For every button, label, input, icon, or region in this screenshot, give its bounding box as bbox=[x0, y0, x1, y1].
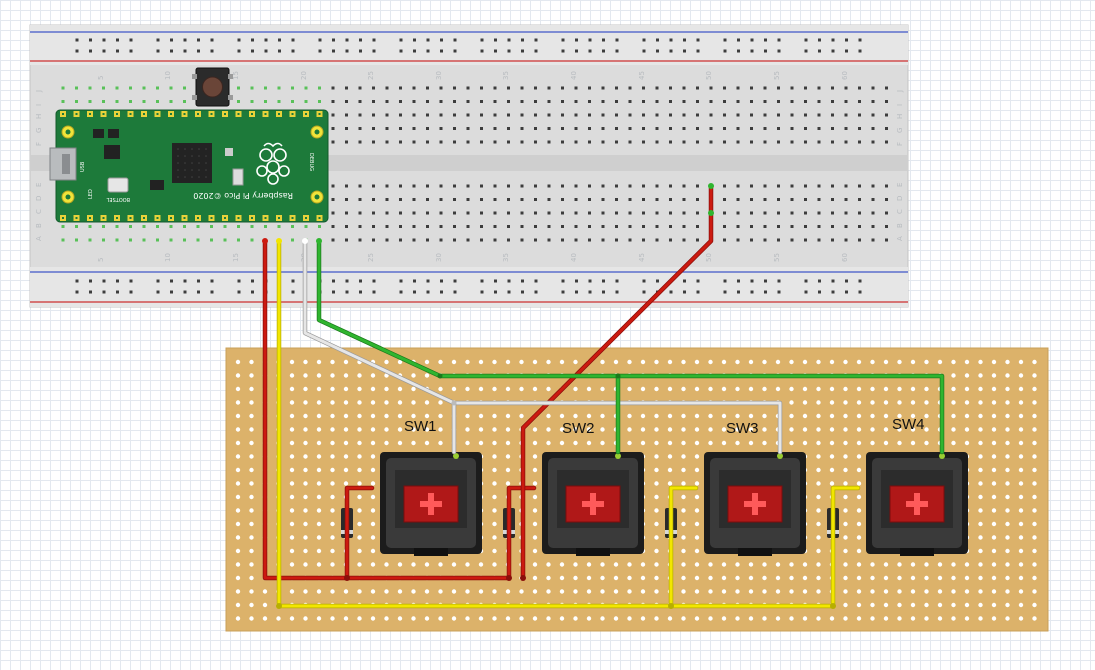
row-letter: C bbox=[896, 209, 904, 214]
column-number: 55 bbox=[773, 71, 781, 80]
column-number: 55 bbox=[773, 253, 781, 262]
switch-sw4 bbox=[866, 452, 968, 556]
switch-label-sw3: SW3 bbox=[726, 420, 759, 437]
column-number: 10 bbox=[164, 253, 172, 262]
row-letter: C bbox=[35, 209, 43, 214]
column-number: 40 bbox=[570, 253, 578, 262]
pico-silkscreen: Raspberry Pi Pico ©2020 bbox=[193, 191, 293, 200]
column-number: 25 bbox=[367, 253, 375, 262]
column-number: 20 bbox=[300, 71, 308, 80]
row-letter: G bbox=[35, 128, 43, 133]
column-number: 30 bbox=[435, 253, 443, 262]
breadboard-row-letters: J I H G F E D C B A J I H G F E D C B A bbox=[35, 90, 904, 241]
debug-label: DEBUG bbox=[308, 153, 314, 171]
row-letter: H bbox=[896, 114, 904, 119]
bootsel-label: BOOTSEL bbox=[106, 196, 130, 202]
column-number: 5 bbox=[97, 258, 105, 262]
pico-header-pins bbox=[60, 111, 323, 221]
switch-label-sw4: SW4 bbox=[892, 416, 925, 433]
switch-label-sw2: SW2 bbox=[562, 420, 595, 437]
row-letter: H bbox=[35, 114, 43, 119]
column-number: 45 bbox=[638, 71, 646, 80]
row-letter: D bbox=[35, 196, 43, 201]
column-number: 60 bbox=[841, 253, 849, 262]
column-number: 30 bbox=[435, 71, 443, 80]
row-letter: E bbox=[896, 183, 904, 187]
row-letter: J bbox=[896, 90, 904, 93]
wire-endpoints bbox=[262, 183, 836, 609]
column-number: 50 bbox=[705, 253, 713, 262]
row-letter: J bbox=[35, 90, 43, 93]
column-number: 35 bbox=[502, 253, 510, 262]
row-letter: B bbox=[35, 223, 43, 228]
row-letter: E bbox=[35, 183, 43, 187]
row-letter: I bbox=[896, 104, 904, 106]
row-letter: A bbox=[896, 236, 904, 241]
column-number: 60 bbox=[841, 71, 849, 80]
row-letter: A bbox=[35, 236, 43, 241]
row-letter: B bbox=[896, 223, 904, 228]
row-letter: G bbox=[896, 128, 904, 133]
bottom-power-rail bbox=[30, 267, 908, 307]
reset-pushbutton bbox=[192, 67, 233, 107]
breadboard: 5 10 15 20 25 30 35 40 45 50 55 60 5 10 … bbox=[29, 24, 909, 308]
wires bbox=[262, 183, 945, 609]
bootsel-button bbox=[107, 177, 129, 193]
usb-label: USB bbox=[80, 161, 86, 172]
row-letter: F bbox=[896, 142, 904, 146]
column-number: 45 bbox=[638, 253, 646, 262]
column-number: 5 bbox=[97, 76, 105, 80]
switch-sw1 bbox=[380, 452, 482, 556]
column-number: 50 bbox=[705, 71, 713, 80]
column-number: 15 bbox=[232, 71, 240, 80]
row-letter: F bbox=[35, 142, 43, 146]
column-number: 15 bbox=[232, 253, 240, 262]
row-letter: I bbox=[35, 104, 43, 106]
column-number: 40 bbox=[570, 71, 578, 80]
switch-label-sw1: SW1 bbox=[404, 418, 437, 435]
raspberry-logo bbox=[256, 142, 290, 185]
switch-sw2 bbox=[542, 452, 644, 556]
column-number: 35 bbox=[502, 71, 510, 80]
switch-sw3 bbox=[704, 452, 806, 556]
row-letter: D bbox=[896, 196, 904, 201]
top-power-rail bbox=[30, 25, 908, 65]
breadboard-column-numbers: 5 10 15 20 25 30 35 40 45 50 55 60 5 10 … bbox=[97, 71, 849, 262]
column-number: 25 bbox=[367, 71, 375, 80]
raspberry-pi-pico: Raspberry Pi Pico ©2020 USB LED BOOTSEL … bbox=[49, 109, 329, 223]
led-label: LED bbox=[88, 189, 94, 199]
column-number: 10 bbox=[164, 71, 172, 80]
